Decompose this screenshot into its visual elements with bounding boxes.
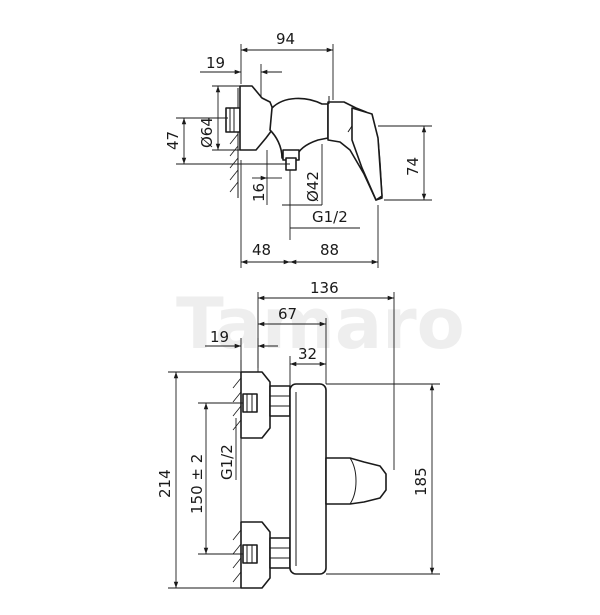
- dim-plate-diameter: Ø64: [198, 117, 216, 148]
- dim-outlet-offset: 48: [252, 241, 271, 259]
- dim-wall-plate-front: 19: [210, 328, 229, 346]
- dim-offset: 16: [250, 183, 268, 202]
- dim-total-width: 136: [310, 279, 339, 297]
- lever-handle-side: [351, 107, 383, 201]
- lower-union-nut: [269, 537, 291, 569]
- lower-inlet-thread: [242, 544, 258, 564]
- upper-union-nut: [269, 385, 291, 417]
- dim-body-width: 67: [278, 305, 297, 323]
- dim-body-thickness: 32: [298, 345, 317, 363]
- inlet-thread-side: [225, 107, 241, 133]
- dim-wall-plate-side: 19: [206, 54, 225, 72]
- dim-body-diameter: Ø42: [304, 171, 322, 202]
- dim-overall-depth: 94: [276, 30, 295, 48]
- thread-label-front: G1/2: [218, 444, 236, 480]
- dim-inlet-spacing: 150 ± 2: [188, 454, 206, 514]
- front-view: 136 67 19 32 214 150 ± 2 G1/2 185: [156, 279, 440, 589]
- thread-label-side: G1/2: [312, 208, 348, 226]
- upper-inlet-thread: [242, 393, 258, 413]
- dim-handle-reach: 88: [320, 241, 339, 259]
- dim-plate-height: 47: [164, 131, 182, 150]
- dim-body-height: 185: [412, 467, 430, 496]
- mixer-body-front: [289, 383, 327, 575]
- dim-handle-height: 74: [404, 157, 422, 176]
- wall-flange-side: [239, 85, 275, 151]
- elbow-body-side: [269, 97, 329, 159]
- dim-total-height: 214: [156, 469, 174, 498]
- wall-hatch-side: [229, 88, 239, 198]
- side-view: 94 19 Ø64 47 16 Ø42 74 G1/2: [164, 30, 432, 268]
